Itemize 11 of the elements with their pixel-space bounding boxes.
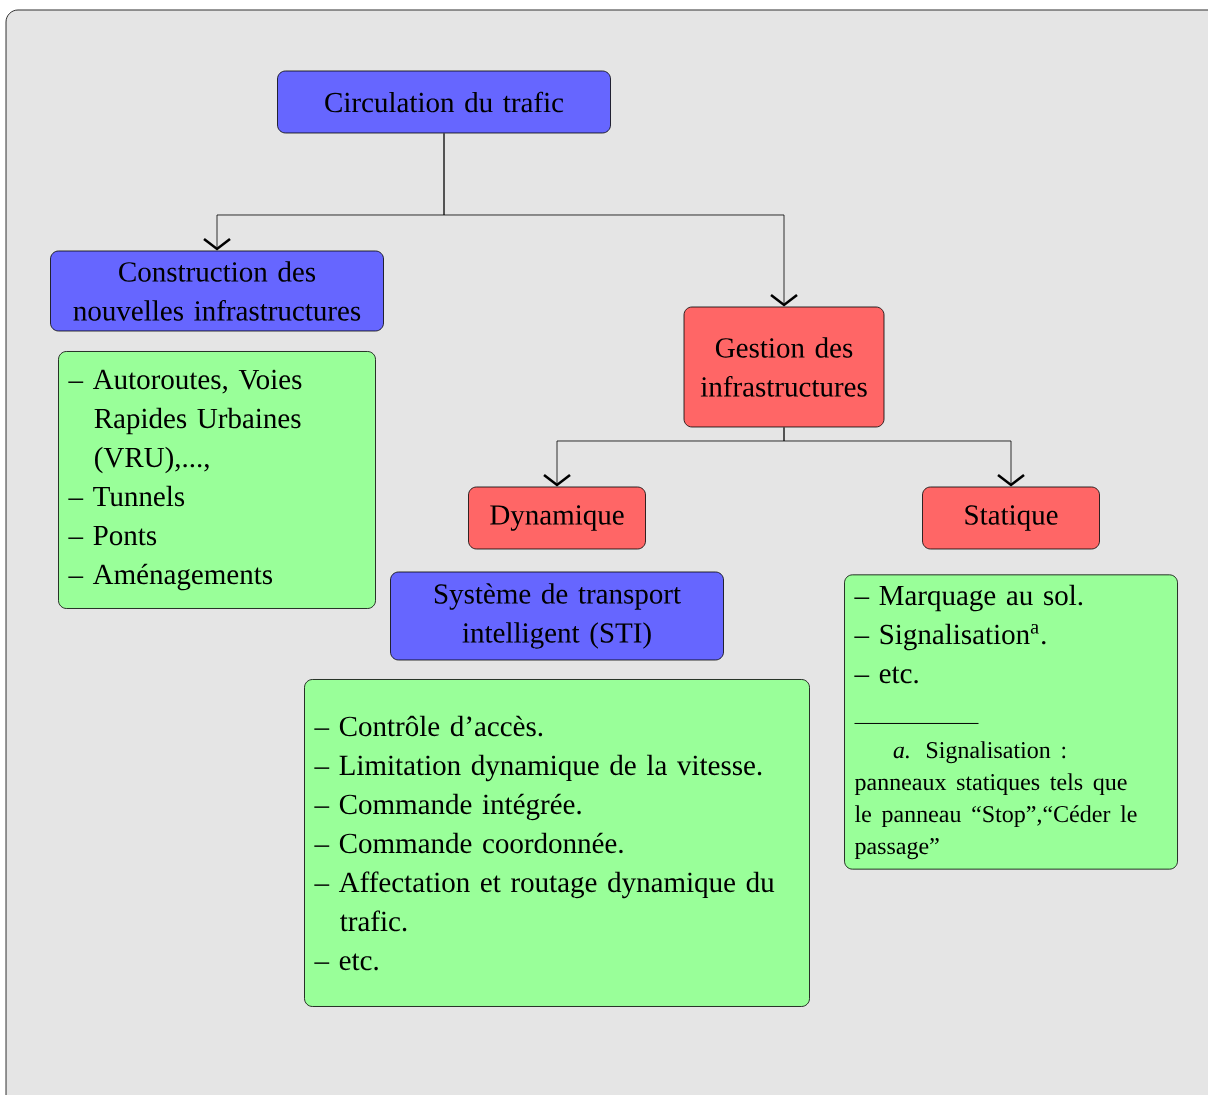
process-box: Statique xyxy=(922,486,1100,550)
list-box: – Contrôle d’accès. – Limitation dynamique de la vitesse. – Commande intégrée. – Commande coordonnée. – Affectation et routage dynamique du trafic. – etc. xyxy=(304,679,810,1007)
list-box: – Marquage au sol. – Signalisation$^{a}$. – etc. a. Signalisation : panneaux statiques tels que le panneau “Stop”,“Céder le passage” xyxy=(844,574,1178,870)
list-box: – Autoroutes, Voies Rapides Urbaines (VRU),..., – Tunnels – Ponts – Aménagements xyxy=(58,351,376,609)
arrow xyxy=(783,427,1025,487)
process-box: Système de transport intelligent (STI) xyxy=(390,571,724,661)
process-box: Gestion des infrastructures xyxy=(683,306,885,428)
arrow xyxy=(443,133,798,307)
process-box: Dynamique xyxy=(468,486,646,550)
process-box: Circulation du trafic xyxy=(277,70,611,134)
process-box: Construction des nouvelles infrastructures xyxy=(50,250,384,332)
